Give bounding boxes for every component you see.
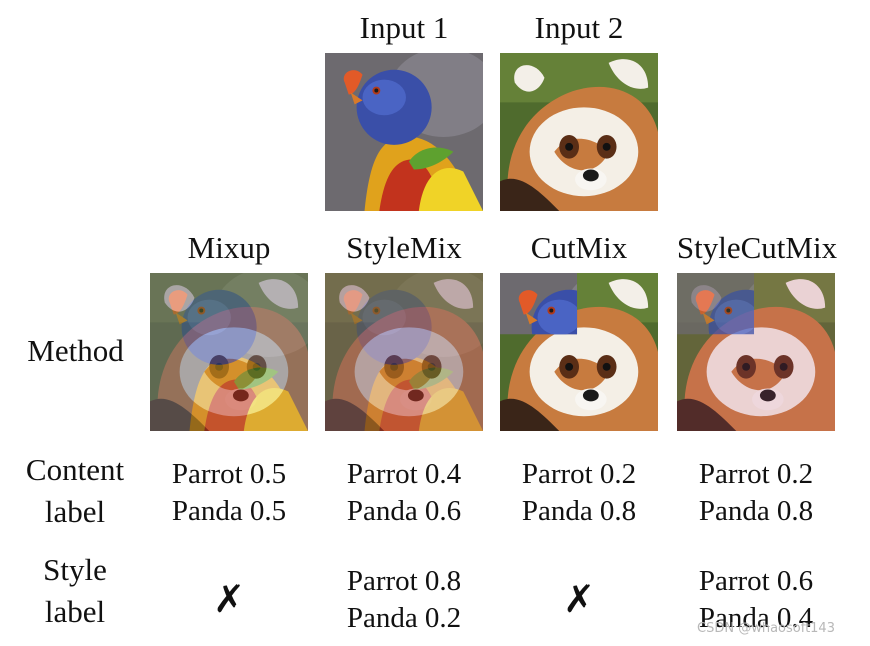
value-line: Panda 0.6 bbox=[346, 495, 462, 527]
cutmix-no-style-mark: ✗ bbox=[563, 577, 595, 621]
row-label-method: Method bbox=[27, 333, 124, 368]
input-2-title: Input 2 bbox=[534, 10, 624, 45]
input-2-image bbox=[500, 53, 658, 211]
row-label-style-line-2: label bbox=[44, 594, 106, 629]
value-line: Panda 0.8 bbox=[698, 495, 814, 527]
row-label-style: Style label bbox=[5, 549, 145, 633]
stylemix-style-label: Parrot 0.8 Panda 0.2 bbox=[325, 563, 483, 637]
cutmix-content-label: Parrot 0.2 Panda 0.8 bbox=[500, 456, 658, 530]
method-title-cutmix: CutMix bbox=[530, 230, 628, 265]
value-line: Panda 0.8 bbox=[521, 495, 637, 527]
value-line: Parrot 0.8 bbox=[346, 565, 462, 597]
row-label-content-line-2: label bbox=[44, 494, 106, 529]
value-line: Panda 0.5 bbox=[171, 495, 287, 527]
mixup-image bbox=[150, 273, 308, 431]
value-line: Parrot 0.4 bbox=[346, 458, 462, 490]
value-line: Panda 0.2 bbox=[346, 602, 462, 634]
method-title-stylecutmix: StyleCutMix bbox=[676, 230, 838, 265]
row-label-content-line-1: Content bbox=[25, 452, 125, 487]
value-line: Panda 0.4 bbox=[698, 602, 814, 634]
method-title-stylemix: StyleMix bbox=[346, 230, 462, 265]
value-line: Parrot 0.5 bbox=[171, 458, 287, 490]
stylecutmix-image bbox=[677, 273, 835, 431]
method-title-mixup: Mixup bbox=[187, 230, 271, 265]
stylecutmix-style-label: Parrot 0.6 Panda 0.4 bbox=[677, 563, 835, 637]
value-line: Parrot 0.6 bbox=[698, 565, 814, 597]
cutmix-image bbox=[500, 273, 658, 431]
stylemix-content-label: Parrot 0.4 Panda 0.6 bbox=[325, 456, 483, 530]
input-1-title: Input 1 bbox=[359, 10, 449, 45]
watermark: CSDN @whaosoft143 bbox=[697, 621, 835, 636]
stylemix-image bbox=[325, 273, 483, 431]
stylecutmix-content-label: Parrot 0.2 Panda 0.8 bbox=[677, 456, 835, 530]
mixup-content-label: Parrot 0.5 Panda 0.5 bbox=[150, 456, 308, 530]
row-label-style-line-1: Style bbox=[43, 552, 107, 587]
value-line: Parrot 0.2 bbox=[698, 458, 814, 490]
row-label-content: Content label bbox=[5, 449, 145, 533]
input-1-image bbox=[325, 53, 483, 211]
value-line: Parrot 0.2 bbox=[521, 458, 637, 490]
mixup-no-style-mark: ✗ bbox=[213, 577, 245, 621]
